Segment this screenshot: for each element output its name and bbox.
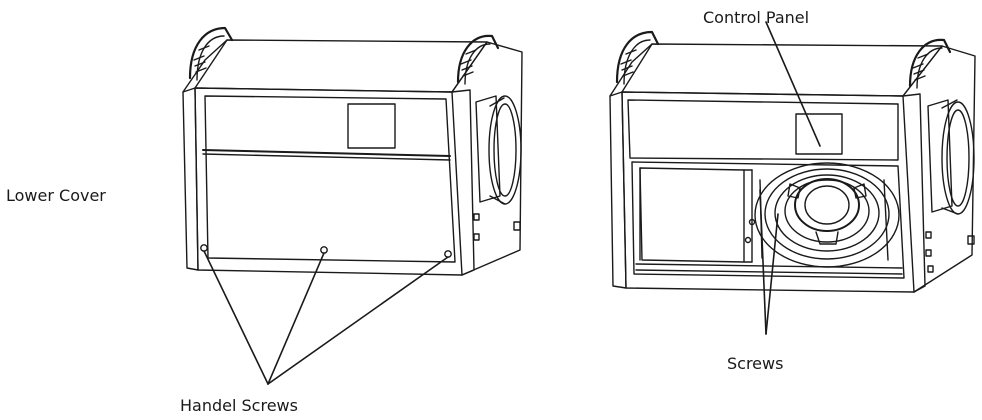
side-duct-2 [927,99,975,215]
carry-handle-left [188,26,234,81]
control-panel-label: Control Panel [703,8,810,27]
fan-housing [754,162,900,268]
handel-screw-markers [200,244,452,258]
screws-label: Screws [727,354,784,373]
carry-handle-right [456,34,500,85]
left-unit [182,26,523,385]
screw-marker [748,218,756,226]
carry-handle-left-2 [615,30,660,85]
handel-screws-label: Handel Screws [180,396,298,415]
side-duct [475,95,522,205]
leaders-right [759,21,821,335]
handel-screws-leaders [203,250,449,385]
screw-marker [744,236,752,244]
label-plate [347,103,396,149]
carry-handle-right-2 [908,38,952,89]
lower-cover-label: Lower Cover [6,186,106,205]
right-unit [609,21,976,335]
control-panel [795,113,843,155]
